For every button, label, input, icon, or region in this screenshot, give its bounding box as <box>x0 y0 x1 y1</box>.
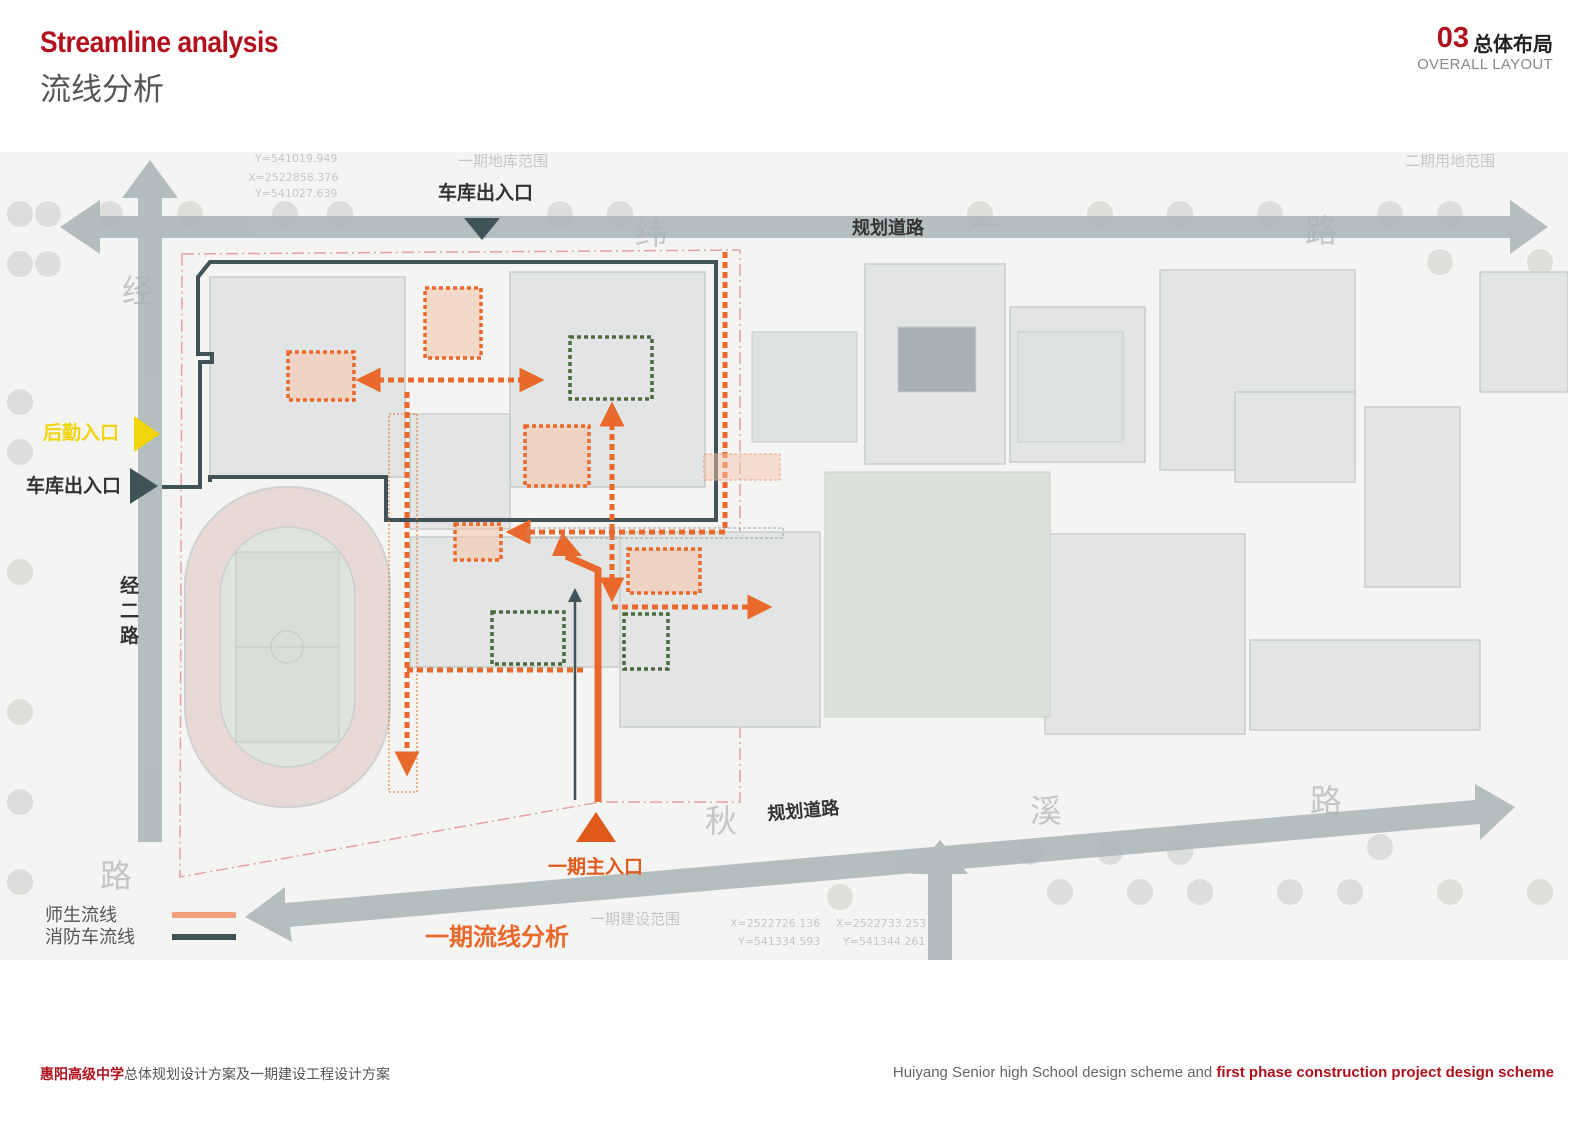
node-orange <box>523 424 591 488</box>
site-plan-diagram: 一期地库范围 二期用地范围 一期建设范围 Y=541019.949 X=2522… <box>0 152 1568 960</box>
planned-road-label-top: 规划道路 <box>852 217 925 239</box>
jing-er-road-char-1: 经 <box>120 574 139 597</box>
page-title-cn: 流线分析 <box>40 72 164 108</box>
student-flow-dashed <box>355 252 773 777</box>
main-entrance-label: 一期主入口 <box>548 856 643 878</box>
site-boundary-line <box>179 249 741 878</box>
node-orange <box>423 286 483 360</box>
logistics-entrance-label: 后勤入口 <box>43 421 119 444</box>
faint-phase2-land: 二期用地范围 <box>1405 152 1495 170</box>
node-orange <box>453 522 503 562</box>
footer-scheme-en-emph: first phase construction project design … <box>1216 1064 1554 1081</box>
jing-er-road-char-2: 二 <box>120 600 139 622</box>
road-arrow-bottom <box>245 784 1515 942</box>
faint-phase1-basement: 一期地库范围 <box>458 152 548 170</box>
page-title-en: Streamline analysis <box>40 26 279 59</box>
sports-courts <box>751 326 1124 443</box>
faint-road-char: 秋 <box>705 802 737 840</box>
section-title-cn: 总体布局 <box>1473 32 1553 56</box>
legend: 师生流线 消防车流线 <box>45 905 236 948</box>
jing-er-road-label: 经 二 路 <box>120 574 140 647</box>
section-number: 03 <box>1436 22 1469 54</box>
footer-scheme-en-prefix: Huiyang Senior high School design scheme… <box>892 1064 1217 1081</box>
garage-entrance-left-label: 车库出入口 <box>26 474 121 497</box>
jing-er-road-char-3: 路 <box>120 624 140 647</box>
corridor-outline <box>388 413 418 793</box>
faint-coord: Y=541027.639 <box>254 187 337 200</box>
central-garden <box>824 471 1051 718</box>
footer-school-name: 惠阳高级中学 <box>40 1067 124 1083</box>
student-flow-main-line <box>564 552 602 802</box>
green-nodes <box>490 335 670 671</box>
faint-coord: Y=541019.949 <box>254 152 337 165</box>
running-track <box>184 486 391 808</box>
faint-coord: X=2522858.376 <box>248 171 338 184</box>
legend-fire-truck-flow-label: 消防车流线 <box>45 927 135 948</box>
footer-project-title-en: Huiyang Senior high School design scheme… <box>893 1064 1554 1081</box>
faint-road-char: 溪 <box>1030 792 1062 830</box>
faint-road-char: 路 <box>100 857 132 895</box>
legend-student-flow-label: 师生流线 <box>45 905 117 926</box>
road-arrow-left <box>122 160 178 842</box>
garage-entrance-top-label: 车库出入口 <box>438 181 533 204</box>
orange-nodes <box>286 286 702 595</box>
section-title-en: OVERALL LAYOUT <box>1417 56 1553 73</box>
logistics-entrance-marker <box>134 416 160 452</box>
faint-coord: X=2522726.136 <box>730 917 820 930</box>
student-flow-main-arrowhead <box>552 532 582 556</box>
fire-truck-route <box>162 260 718 522</box>
diagram-title: 一期流线分析 <box>425 923 569 951</box>
fire-truck-route-entry-arrowhead <box>568 588 582 602</box>
main-entrance-marker <box>576 812 616 842</box>
garage-entrance-left-marker <box>130 468 158 504</box>
node-orange-faint <box>703 453 781 481</box>
faint-plan-annotations: 一期地库范围 二期用地范围 一期建设范围 Y=541019.949 X=2522… <box>100 152 1495 948</box>
node-green <box>568 335 654 401</box>
node-orange <box>286 350 356 402</box>
faint-coord: Y=541344.261 <box>842 935 925 948</box>
footer-scheme-cn: 总体规划设计方案及一期建设工程设计方案 <box>124 1067 390 1083</box>
road-arrow-bottom-vertical <box>912 840 968 960</box>
road-arrow-top <box>60 200 1548 254</box>
faint-phase1-construction: 一期建设范围 <box>590 910 680 928</box>
corridor-outline <box>527 527 784 539</box>
faint-coord: Y=541334.593 <box>737 935 820 948</box>
node-green <box>490 610 566 666</box>
garage-entrance-top-marker <box>464 218 500 240</box>
road-arrows <box>60 160 1548 960</box>
node-orange <box>626 547 702 595</box>
footer-project-title-cn: 惠阳高级中学总体规划设计方案及一期建设工程设计方案 <box>40 1064 390 1084</box>
node-green <box>622 612 670 671</box>
faint-coord: X=2522733.253 <box>836 917 926 930</box>
